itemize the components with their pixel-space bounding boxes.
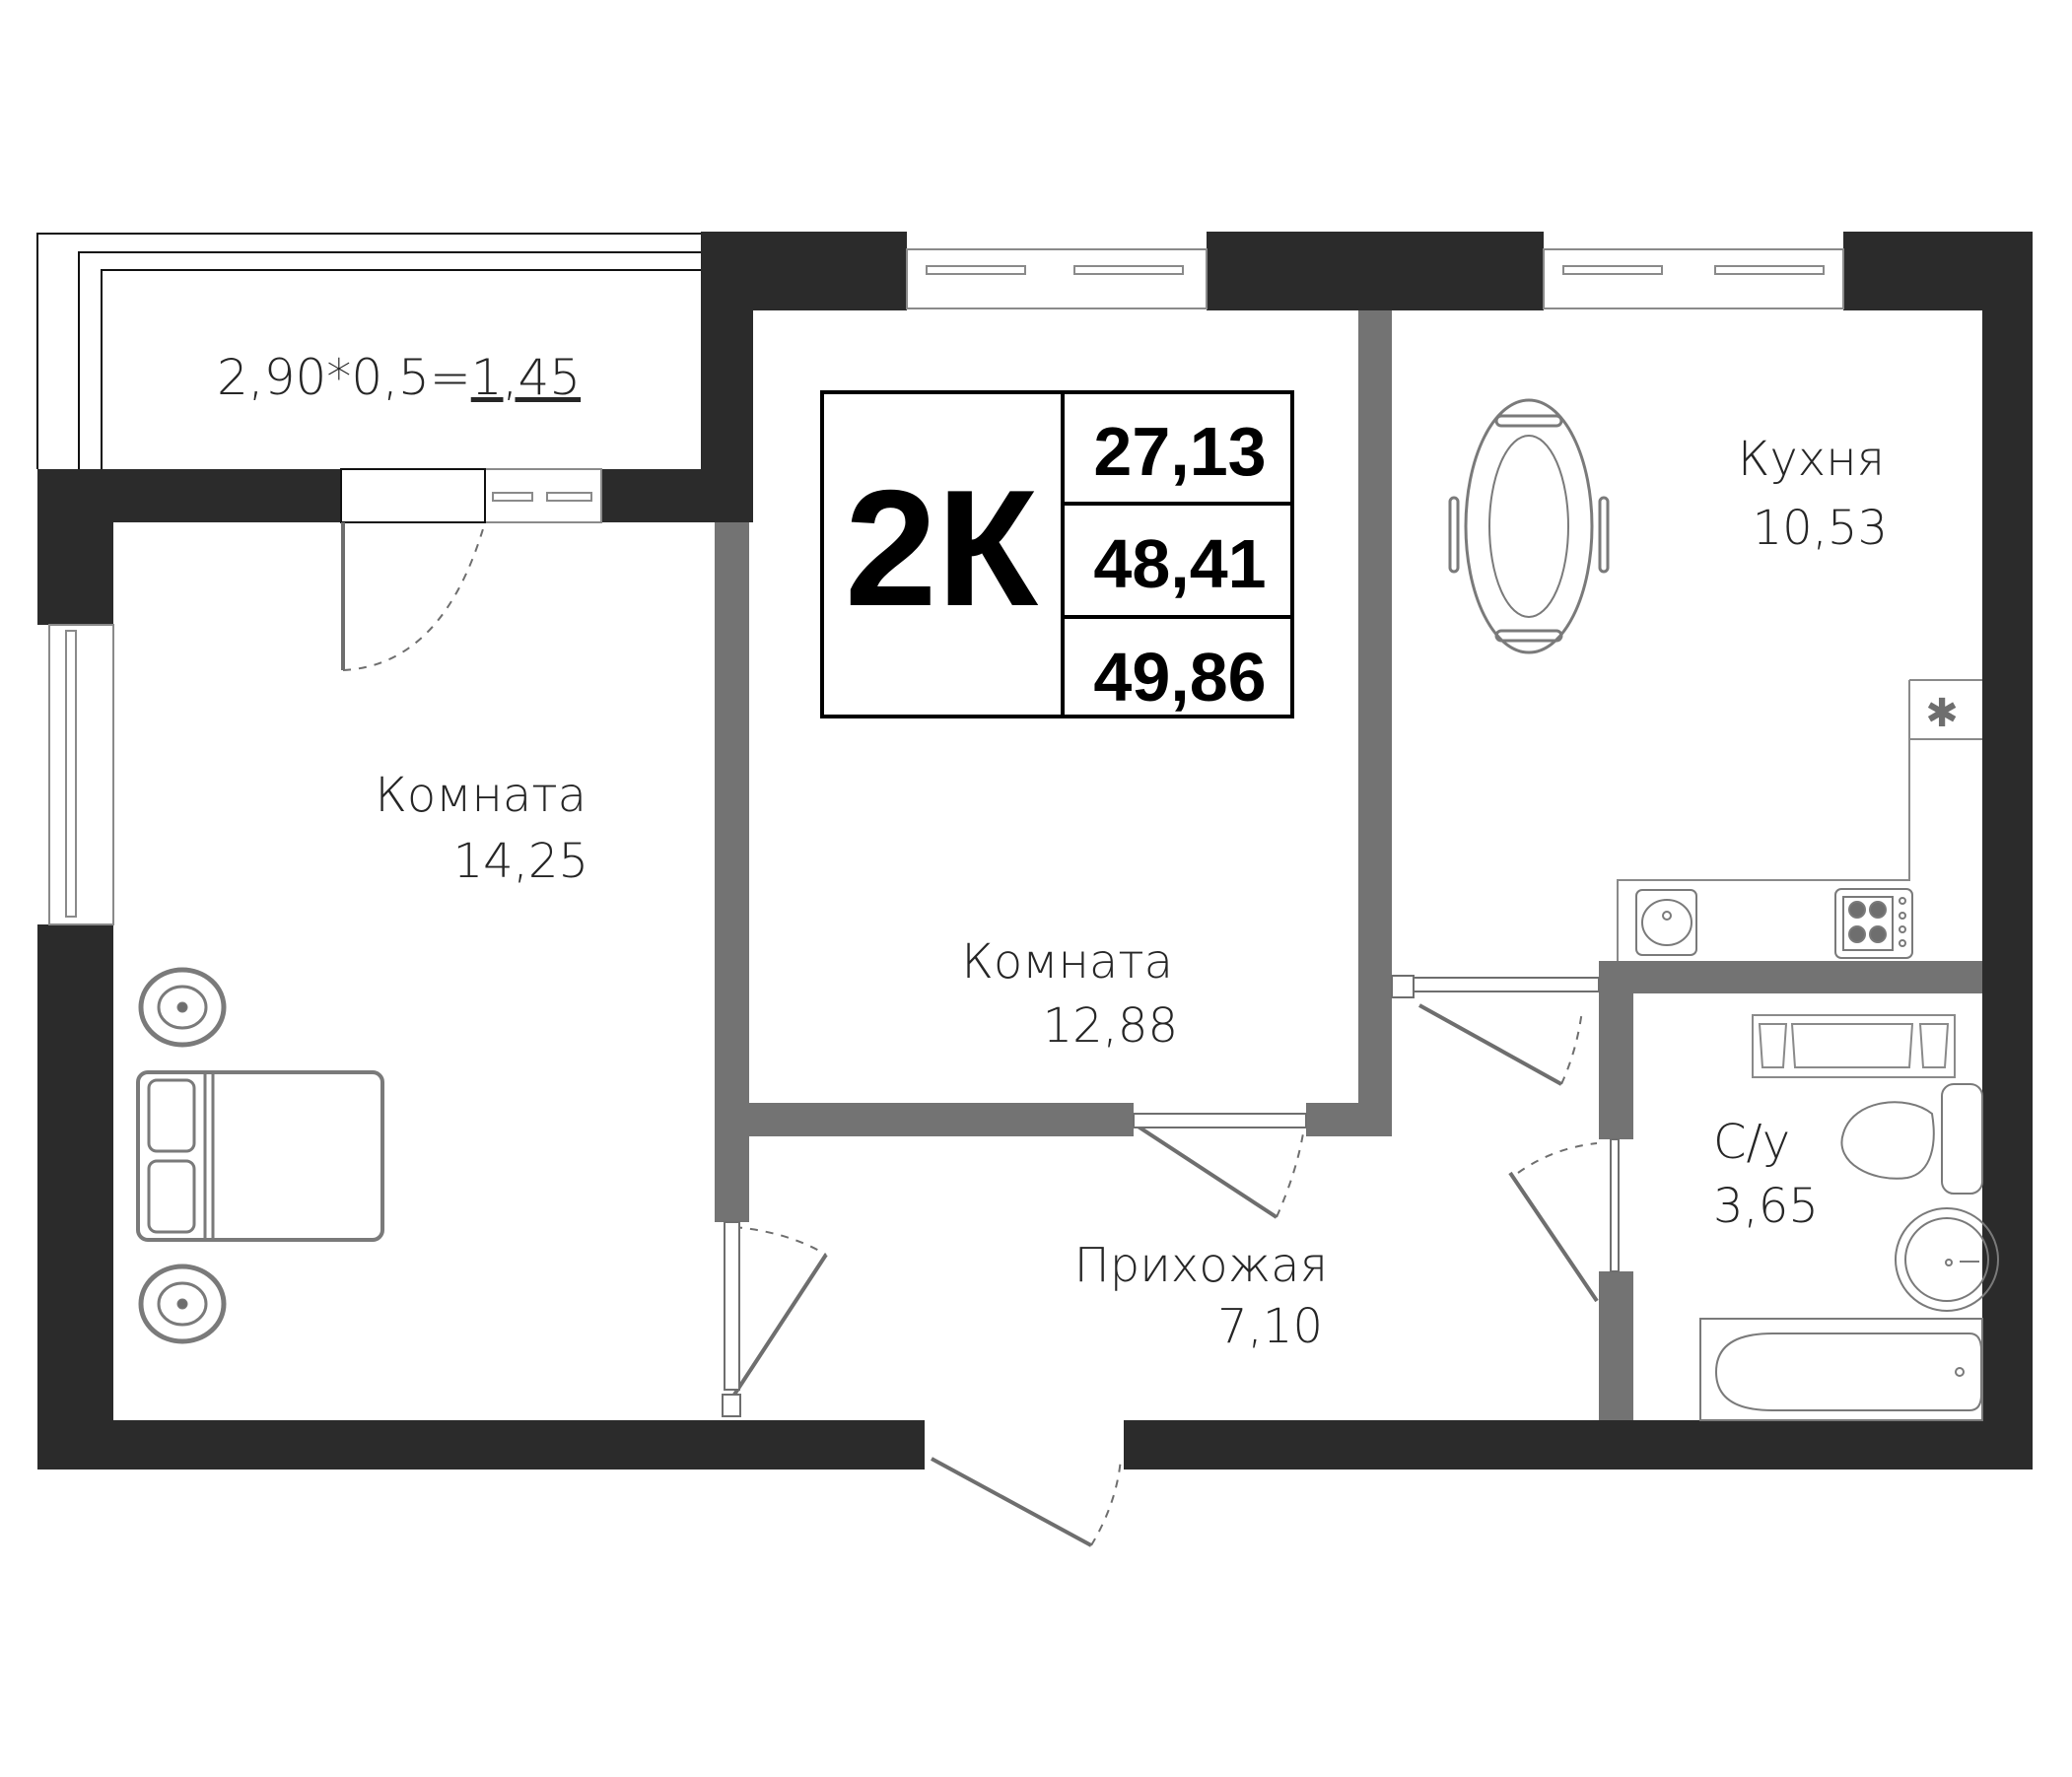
total-area: 48,41 xyxy=(1093,525,1266,602)
room-1-name: Комната xyxy=(376,768,587,823)
bathroom-name: С/у xyxy=(1713,1115,1790,1170)
hallway-area: 7,10 xyxy=(1217,1299,1323,1354)
room-count-label: 2К xyxy=(845,455,1038,641)
balcony-formula: 2,90*0,5=1,45 xyxy=(217,349,581,406)
info-box: 2К 27,13 48,41 49,86 xyxy=(820,390,1294,718)
kitchen-name: Кухня xyxy=(1738,432,1885,487)
bed-icon xyxy=(136,1070,384,1242)
kitchen-area: 10,53 xyxy=(1753,501,1888,556)
washbasin-icon xyxy=(1895,1207,1999,1312)
bathtub-icon xyxy=(1699,1318,1983,1421)
windows xyxy=(48,248,1844,925)
outer-walls xyxy=(37,232,2033,1469)
kitchen-counter xyxy=(1617,679,1982,961)
ventilation-icon: ✱ xyxy=(1925,691,1959,736)
bathroom-area: 3,65 xyxy=(1713,1179,1819,1234)
lamp-icon xyxy=(138,967,227,1344)
room-2-area: 12,88 xyxy=(1043,998,1178,1054)
living-area: 27,13 xyxy=(1093,413,1266,490)
hallway-name: Прихожая xyxy=(1074,1238,1328,1293)
toilet-icon xyxy=(1840,1083,1983,1195)
inner-walls xyxy=(715,310,1982,1420)
room-2-name: Комната xyxy=(962,934,1173,990)
doors xyxy=(341,521,1599,1547)
sink-icon xyxy=(1635,889,1697,956)
total-area-with-balcony: 49,86 xyxy=(1093,639,1266,716)
stove-icon xyxy=(1834,888,1913,959)
room-1-area: 14,25 xyxy=(453,834,588,889)
balcony xyxy=(36,233,701,469)
door-frames xyxy=(722,975,1620,1417)
balcony-area: 1,45 xyxy=(471,349,581,406)
dining-table-icon xyxy=(1448,398,1610,654)
washing-machine-icon xyxy=(1752,1014,1956,1078)
